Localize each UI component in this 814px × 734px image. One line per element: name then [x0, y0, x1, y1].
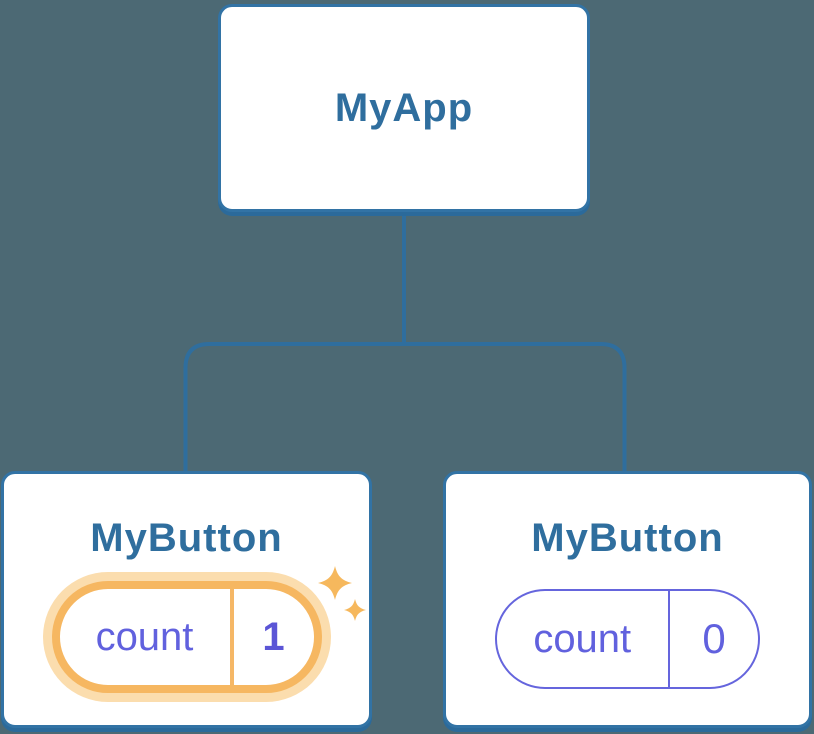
- pill-divider: [229, 589, 234, 685]
- node-label-myapp: MyApp: [334, 86, 474, 130]
- component-node-mybutton-active: MyButton count 1: [1, 471, 372, 728]
- state-value: 1: [262, 614, 285, 659]
- component-node-myapp: MyApp: [218, 4, 590, 212]
- state-pill-highlighted: count 1: [51, 581, 322, 693]
- node-label-mybutton-default: MyButton: [531, 516, 724, 560]
- component-node-mybutton-default: MyButton count 0: [443, 471, 812, 728]
- state-name: count: [95, 614, 194, 659]
- sparkle-icon: [318, 566, 366, 621]
- state-pill-default: count 0: [495, 589, 760, 689]
- state-name: count: [533, 616, 632, 661]
- pill-divider: [667, 591, 670, 687]
- node-label-mybutton-active: MyButton: [90, 516, 283, 560]
- state-value: 0: [702, 615, 726, 662]
